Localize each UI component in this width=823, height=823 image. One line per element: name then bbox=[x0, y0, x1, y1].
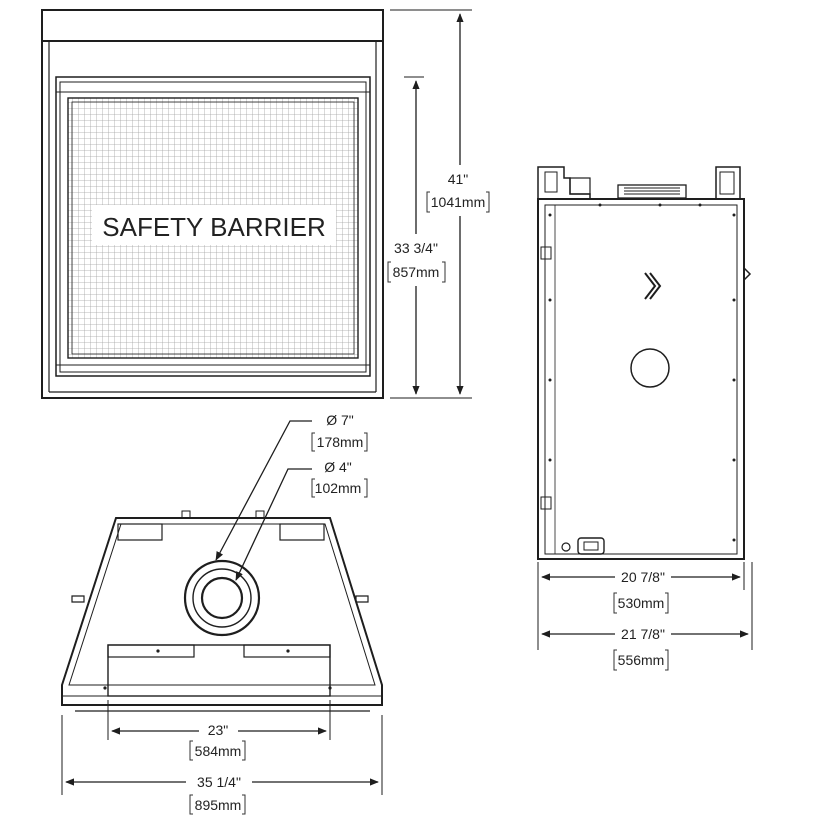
opening-height-imperial: 33 3/4" bbox=[394, 240, 438, 256]
outer-flue-metric: 178mm bbox=[317, 434, 364, 450]
side-screw-dots bbox=[548, 203, 736, 542]
side-view bbox=[537, 166, 752, 560]
height-overall-imperial: 41" bbox=[448, 171, 469, 187]
outer-flue-imperial: Ø 7" bbox=[326, 412, 354, 428]
front-view: SAFETY BARRIER bbox=[41, 9, 384, 399]
overall-width-imperial: 35 1/4" bbox=[197, 774, 241, 790]
height-overall-metric: 1041mm bbox=[431, 194, 485, 210]
side-body-outline bbox=[537, 198, 745, 560]
flue-outer-circle bbox=[183, 559, 261, 637]
side-depth-inner-metric: 530mm bbox=[618, 595, 665, 611]
inner-flue-imperial: Ø 4" bbox=[324, 459, 352, 475]
top-body-outline bbox=[61, 517, 383, 706]
side-depth-inner-imperial: 20 7/8" bbox=[621, 569, 665, 585]
chevron-mark bbox=[644, 272, 662, 300]
front-top-panel bbox=[41, 9, 384, 42]
flue-callouts: Ø 7" 178mm Ø 4" 102mm bbox=[215, 412, 368, 581]
dimension-opening-height: 33 3/4" 857mm bbox=[387, 76, 446, 395]
back-width-metric: 584mm bbox=[195, 743, 242, 759]
overall-width-metric: 895mm bbox=[195, 797, 242, 813]
inner-flue-metric: 102mm bbox=[315, 480, 362, 496]
dimension-bottom-widths: 23" 584mm 35 1/4" 895mm bbox=[61, 700, 383, 815]
dimension-overall-height: 41" 1041mm bbox=[390, 9, 490, 399]
opening-height-metric: 857mm bbox=[393, 264, 440, 280]
flue-inner-circle bbox=[200, 576, 244, 620]
front-body-outline bbox=[41, 40, 384, 399]
back-width-imperial: 23" bbox=[208, 722, 229, 738]
top-view bbox=[61, 510, 383, 712]
side-depth-overall-metric: 556mm bbox=[618, 652, 665, 668]
safety-barrier-label-box bbox=[92, 205, 336, 245]
dimension-side-depth: 20 7/8" 530mm 21 7/8" 556mm bbox=[537, 562, 753, 671]
safety-barrier-label: SAFETY BARRIER bbox=[102, 212, 325, 242]
side-depth-overall-imperial: 21 7/8" bbox=[621, 626, 665, 642]
side-knockout-circle bbox=[630, 348, 670, 388]
